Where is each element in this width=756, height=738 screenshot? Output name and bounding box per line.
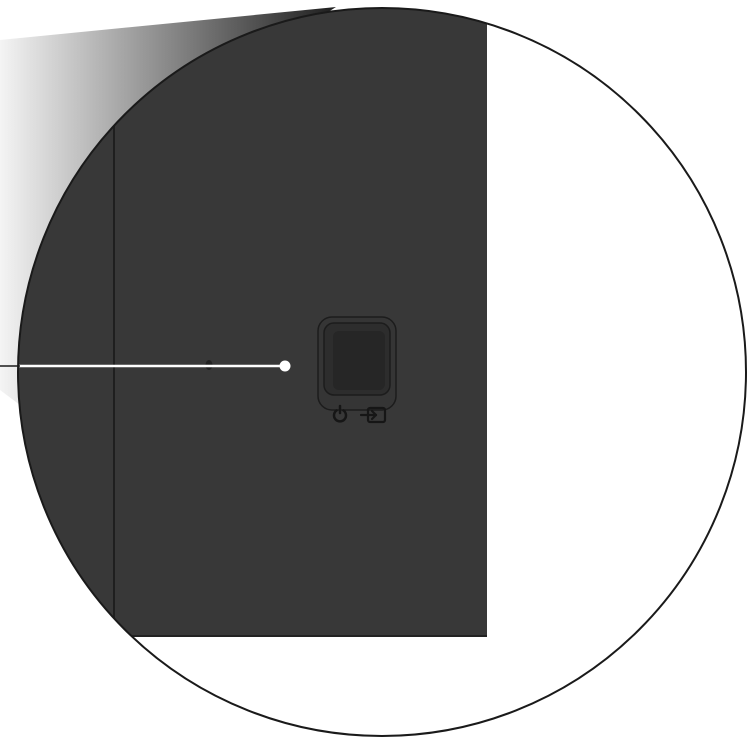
control-button-face (333, 331, 385, 390)
pointer-dot (280, 361, 291, 372)
